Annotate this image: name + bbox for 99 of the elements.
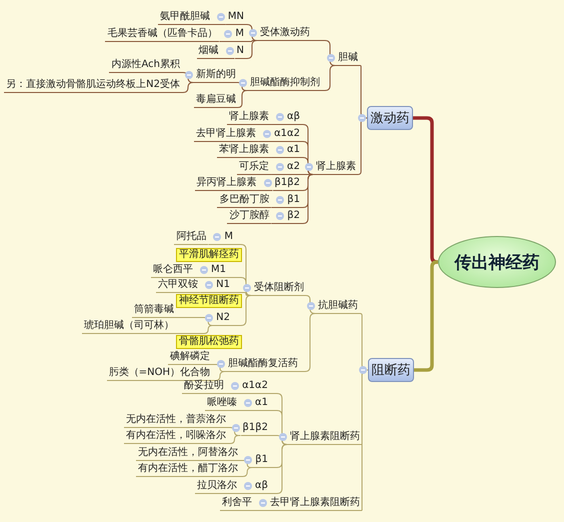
topic-label: 拉贝洛尔 [195,479,240,494]
topic-label: MN [226,10,246,25]
topic-label: 胆碱 [336,51,360,66]
connector-line [238,410,254,411]
connector-line [258,190,273,191]
connector-line [182,82,194,93]
connector-line [200,292,215,293]
topic-label: 有内在活性，吲哚洛尔 [124,429,228,444]
connector-line [194,277,210,278]
topic-label: 六甲双铵 [156,278,200,293]
connector-line [258,141,273,142]
topic-label: M [222,230,235,245]
connector-line [306,295,316,314]
connector-line [270,124,286,125]
topic-label: 肾上腺素阻断药 [288,430,362,445]
topic-label: 无内在活性，阿替洛尔 [136,446,240,461]
topic-label: α1α2 [240,379,270,394]
topic-label: M [233,27,246,42]
connector-line [414,260,439,372]
topic-label: 受体激动药 [258,26,312,41]
topic-label: 毒扁豆碱 [194,93,238,108]
connector-line [238,493,254,494]
topic-label: 多巴酚丁胺 [217,193,272,208]
topic-label: 受体阻断剂 [252,281,306,296]
connector-line [208,244,223,245]
connector-line [211,24,226,25]
note-tag: 神经节阻断药 [176,294,242,308]
topic-label: 可乐定 [237,160,272,175]
connector-line [302,174,314,224]
connector-line [220,58,236,59]
topic-label: 胆碱酯酶复活药 [226,357,300,372]
topic-label: 内源性Ach累积 [109,58,182,73]
connector-line [232,295,252,326]
connector-line [302,157,314,175]
connector-line [228,277,252,296]
note-tag: 平滑肌解痉药 [176,248,242,262]
connector-line [270,444,288,494]
topic-label: 沙丁胺醇 [227,209,272,224]
topic-label: 肾上腺素 [314,160,358,175]
connector-line [246,40,258,59]
main-topic: 阻断药 [368,358,414,382]
topic-label: M1 [209,263,228,278]
topic-label: β2 [285,209,302,224]
topic-label: 去甲肾上腺素阻断药 [268,496,362,511]
topic-label: 利舍平 [220,496,254,511]
topic-label: α2 [285,160,302,175]
topic-label: 有内在活性，醋丁洛尔 [136,462,240,477]
topic-label: 筒箭毒碱 [132,303,176,318]
topic-label: 异丙肾上腺素 [194,176,258,191]
topic-label: α1 [253,396,270,411]
topic-label: N2 [214,311,232,326]
connector-line [218,41,234,42]
topic-label: α1 [285,143,302,158]
connector-line [270,223,286,224]
note-tag: 骨骼肌松弛药 [176,335,242,349]
connector-line [322,65,336,91]
connector-line [270,410,288,445]
topic-label: 新斯的明 [194,68,238,83]
topic-label: 抗胆碱药 [316,299,360,314]
topic-label: 氨甲酰胆碱 [158,10,212,25]
topic-label: β1 [285,193,302,208]
topic-label: β1 [253,453,270,468]
connector-line [240,467,254,477]
topic-label: α1α2 [272,127,302,142]
connector-line [176,325,215,334]
topic-label: β1β2 [272,176,302,191]
topic-label: 阿托品 [174,230,208,245]
topic-label: 哌唑嗪 [205,396,240,411]
topic-label: 去甲肾上腺素 [194,127,258,142]
topic-label: 烟碱 [196,44,221,59]
connector-line [226,393,241,394]
topic-label: 肟类（=NOH）化合物 [106,366,212,381]
topic-label: 哌仑西平 [151,263,195,278]
connector-line [238,90,248,108]
topic-label: 无内在活性，普萘洛尔 [124,413,228,428]
connector-line [413,116,439,264]
connector-line [270,207,286,208]
connector-line [270,174,286,175]
connector-line [228,435,241,444]
central-topic: 传出神经药 [438,236,556,288]
connector-line [182,72,194,83]
topic-label: 苯肾上腺素 [217,143,272,158]
topic-label: β1β2 [240,421,270,436]
topic-label: 胆碱酯酶抑制剂 [248,76,322,91]
main-topic: 激动药 [367,106,413,130]
topic-label: 另：直接激动骨骼肌运动终板上N2受体 [4,78,182,93]
connector-line [212,371,226,381]
topic-label: 酚妥拉明 [182,379,226,394]
topic-label: N1 [214,278,232,293]
topic-label: 琥珀胆碱（司可林） [82,319,176,334]
connector-line [270,157,286,158]
topic-label: 肾上腺素 [227,110,272,125]
topic-label: αβ [253,479,270,494]
topic-label: 碘解磷定 [168,350,212,365]
connector-line [254,510,268,511]
connector-line [300,313,316,372]
connector-line [312,40,336,66]
topic-label: αβ [285,110,302,125]
topic-label: 毛果芸香碱（匹鲁卡品） [105,27,220,42]
